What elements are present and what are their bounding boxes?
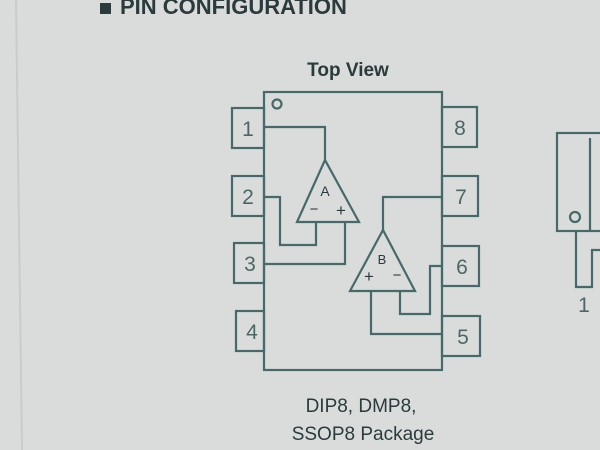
second-chip-body [555,131,600,233]
second-package-partial: 1 [555,131,600,317]
opamp-a-triangle-icon [295,157,361,224]
pin-box-8 [440,105,479,149]
wire-pin6-inverting-b [398,264,442,316]
pin-label-4: 4 [246,321,258,344]
wire-pin2-inverting-a [264,195,318,247]
pin-label-5: 5 [457,326,469,349]
pin-label-6: 6 [456,256,468,279]
page-edge [15,0,23,450]
wire-pin7-output-b [381,195,442,230]
opamp-a-label: A [320,183,330,199]
opamp-b-minus: − [393,267,402,284]
opamp-a: A − + [264,125,361,266]
opamp-b-triangle-icon [348,227,417,293]
section-heading: PIN CONFIGURATION [120,0,347,19]
second-pin1-box [574,231,600,289]
wire-pin1-output-a [264,125,327,160]
opamp-b-plus: + [364,267,374,286]
pin-label-7: 7 [455,186,467,209]
chip-package [262,90,444,372]
opamp-b-label: B [378,252,387,267]
top-view-title: Top View [307,60,389,81]
second-pin-label-1: 1 [578,294,590,317]
package-caption-line2: SSOP8 Package [292,424,435,445]
pin-label-2: 2 [242,186,254,209]
pin-box-5 [440,314,482,358]
second-pin1-marker-icon [568,210,582,224]
wire-pin3-noninverting-a [264,222,347,266]
pin-label-1: 1 [242,118,254,141]
opamp-a-minus: − [310,201,319,218]
pin1-marker-icon [271,98,283,110]
wire-pin5-noninverting-b [369,291,442,336]
pin-label-3: 3 [244,253,256,276]
opamp-b: B + − [348,195,442,336]
bullet-square-icon [100,3,111,14]
opamp-a-plus: + [336,201,346,220]
chip-body [262,90,444,372]
pin-label-8: 8 [454,117,466,140]
pin-box-4 [234,309,266,353]
package-caption-line1: DIP8, DMP8, [306,396,417,417]
left-pins: 1 2 3 4 [230,106,266,353]
